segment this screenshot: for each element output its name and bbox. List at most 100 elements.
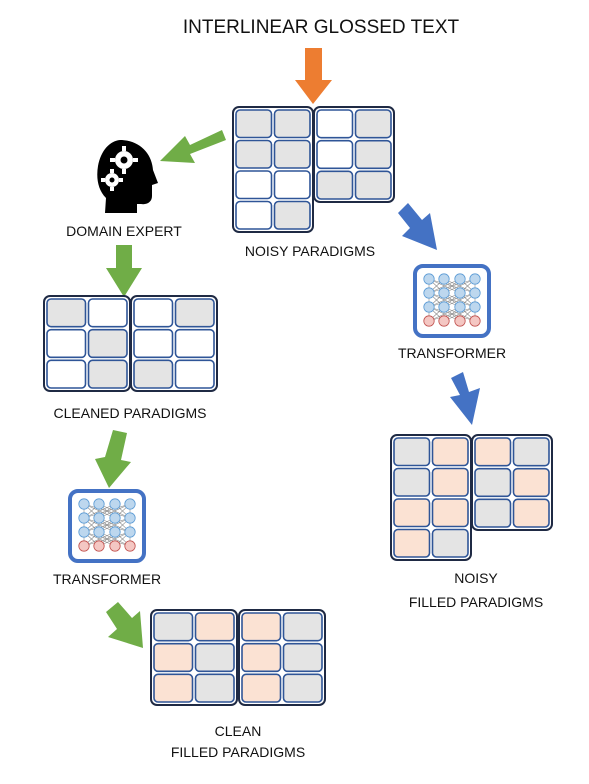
- network-node: [454, 273, 466, 285]
- table-cell: [273, 139, 311, 169]
- clean-filled-table-1: [150, 609, 238, 706]
- network-node: [423, 301, 435, 313]
- table-cell: [87, 328, 128, 359]
- transformer-left-label: TRANSFORMER: [53, 571, 161, 587]
- network-node: [93, 540, 105, 552]
- table-cell: [235, 109, 273, 139]
- table-cell: [46, 359, 87, 389]
- network-node: [124, 526, 136, 538]
- network-node: [438, 287, 450, 299]
- table-cell: [194, 673, 235, 703]
- table-cell: [316, 170, 354, 200]
- table-cell: [316, 139, 354, 170]
- cleaned-paradigms-label: CLEANED PARADIGMS: [54, 405, 207, 421]
- network-node: [469, 315, 481, 327]
- table-cell: [87, 298, 128, 328]
- table-cell: [241, 642, 282, 673]
- network-node: [423, 273, 435, 285]
- domain-expert-label: DOMAIN EXPERT: [66, 223, 182, 239]
- noisy-paradigm-table-1: [232, 106, 314, 233]
- network-node: [93, 498, 105, 510]
- table-cell: [512, 437, 550, 467]
- network-node: [78, 540, 90, 552]
- table-cell: [474, 498, 512, 528]
- network-node: [438, 273, 450, 285]
- arrow-noisy-to-transformer: [398, 203, 437, 250]
- table-cell: [153, 612, 194, 642]
- table-cell: [235, 139, 273, 169]
- arrow-expert-to-cleaned: [106, 245, 142, 297]
- table-cell: [174, 359, 215, 389]
- clean-filled-label-line2: FILLED PARADIGMS: [171, 744, 305, 760]
- network-node: [109, 498, 121, 510]
- network-node: [454, 315, 466, 327]
- noisy-filled-label-line1: NOISY: [454, 570, 498, 586]
- neural-network-icon: [68, 489, 146, 563]
- table-cell: [431, 467, 469, 497]
- network-node: [469, 273, 481, 285]
- noisy-filled-table-1: [390, 434, 472, 561]
- neural-network-icon: [413, 264, 491, 338]
- table-cell: [431, 528, 469, 558]
- table-cell: [474, 437, 512, 467]
- network-node: [124, 498, 136, 510]
- table-cell: [235, 170, 273, 200]
- arrow-transformer-to-noisy-filled: [450, 372, 480, 425]
- network-node: [78, 498, 90, 510]
- network-node: [124, 512, 136, 524]
- table-cell: [46, 298, 87, 328]
- arrow-title-to-noisy: [295, 48, 332, 104]
- table-cell: [431, 437, 469, 467]
- table-cell: [133, 328, 174, 359]
- table-cell: [235, 200, 273, 230]
- table-cell: [174, 328, 215, 359]
- network-node: [423, 287, 435, 299]
- network-node: [93, 526, 105, 538]
- table-cell: [46, 328, 87, 359]
- table-cell: [133, 359, 174, 389]
- network-node: [454, 301, 466, 313]
- table-cell: [282, 642, 323, 673]
- network-node: [93, 512, 105, 524]
- transformer-right-label: TRANSFORMER: [398, 345, 506, 361]
- table-cell: [174, 298, 215, 328]
- arrow-cleaned-to-transformer: [95, 430, 131, 488]
- clean-filled-label-line1: CLEAN: [215, 723, 262, 739]
- network-node: [109, 526, 121, 538]
- network-node: [109, 512, 121, 524]
- table-cell: [512, 498, 550, 528]
- table-cell: [316, 109, 354, 139]
- head-with-gears-icon: [97, 140, 158, 213]
- noisy-filled-label-line2: FILLED PARADIGMS: [409, 594, 543, 610]
- table-cell: [354, 170, 392, 200]
- table-cell: [474, 467, 512, 498]
- table-cell: [393, 528, 431, 558]
- table-cell: [273, 109, 311, 139]
- network-node: [78, 512, 90, 524]
- cleaned-paradigm-table-1: [43, 295, 131, 392]
- table-cell: [431, 498, 469, 528]
- network-node: [438, 301, 450, 313]
- table-cell: [194, 612, 235, 642]
- table-cell: [153, 642, 194, 673]
- cleaned-paradigm-table-2: [130, 295, 218, 392]
- table-cell: [282, 673, 323, 703]
- table-cell: [393, 467, 431, 497]
- table-cell: [133, 298, 174, 328]
- table-cell: [194, 642, 235, 673]
- arrow-noisy-to-expert: [160, 130, 226, 163]
- network-node: [454, 287, 466, 299]
- title: INTERLINEAR GLOSSED TEXT: [183, 17, 460, 38]
- table-cell: [354, 139, 392, 170]
- table-cell: [354, 109, 392, 139]
- network-node: [124, 540, 136, 552]
- network-node: [423, 315, 435, 327]
- table-cell: [273, 200, 311, 230]
- network-node: [438, 315, 450, 327]
- table-cell: [282, 612, 323, 642]
- table-cell: [87, 359, 128, 389]
- table-cell: [153, 673, 194, 703]
- table-cell: [512, 467, 550, 498]
